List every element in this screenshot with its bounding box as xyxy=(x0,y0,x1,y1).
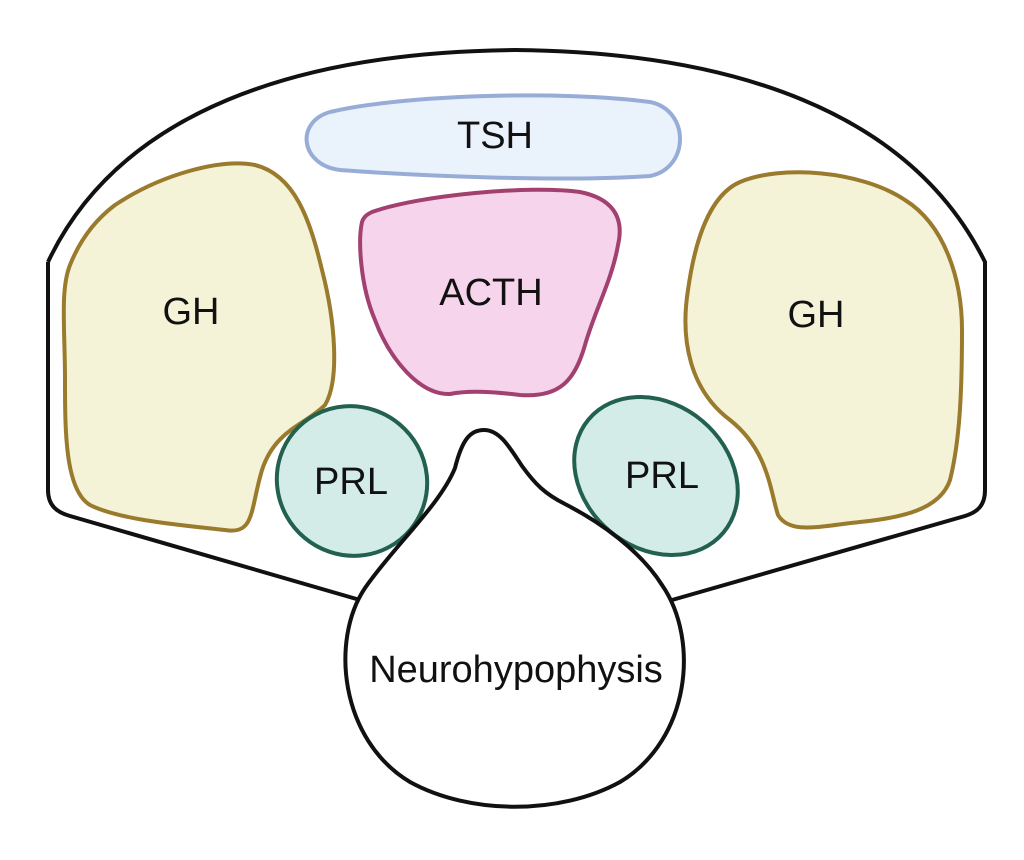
adenohypophysis-outline xyxy=(46,47,987,602)
acth-region: ACTH xyxy=(358,187,622,398)
gh-right-label: GH xyxy=(788,294,845,336)
prl-right-label: PRL xyxy=(625,455,699,497)
prl-left-region: PRL xyxy=(274,404,430,558)
gh-left-region: GH xyxy=(61,161,337,533)
prl-left-label: PRL xyxy=(314,461,388,503)
acth-label: ACTH xyxy=(439,272,542,314)
gh-right-region: GH xyxy=(683,170,965,530)
neurohypophysis-label: Neurohypophysis xyxy=(369,649,663,691)
tsh-region: TSH xyxy=(304,93,682,181)
prl-right-region: PRL xyxy=(572,394,740,558)
gh-left-label: GH xyxy=(163,291,220,333)
tsh-label: TSH xyxy=(457,115,533,157)
neurohypophysis-region: Neurohypophysis xyxy=(343,427,686,809)
